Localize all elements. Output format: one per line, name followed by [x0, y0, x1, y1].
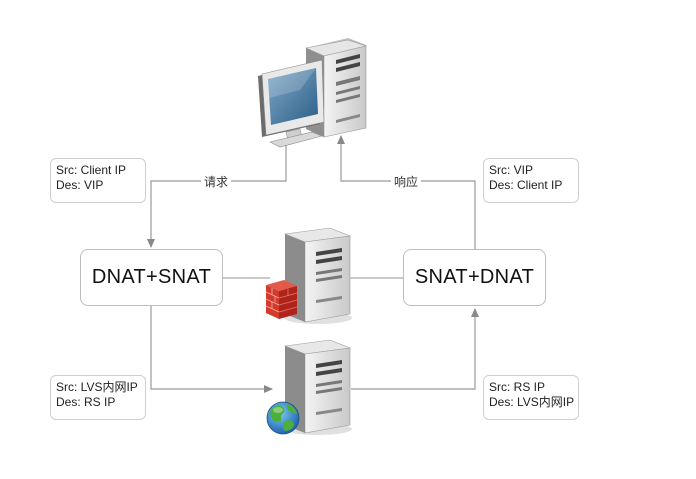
- rs-return-edge: [351, 308, 479, 390]
- dnat-snat-label: DNAT+SNAT: [91, 266, 212, 288]
- note-line: Des: RS IP: [56, 395, 116, 409]
- note-lvs-to-rs: Src: LVS内网IP Des: RS IP: [50, 375, 146, 420]
- note-client-to-vip: Src: Client IP Des: VIP: [50, 158, 146, 203]
- firewall-brick-icon: [265, 280, 298, 319]
- note-line: Src: LVS内网IP: [56, 380, 138, 394]
- dnat-snat-box: DNAT+SNAT: [80, 249, 223, 306]
- response-edge: [337, 135, 476, 249]
- note-rs-to-lvs: Src: RS IP Des: LVS内网IP: [483, 375, 579, 420]
- request-edge: [147, 143, 287, 248]
- snat-dnat-box: SNAT+DNAT: [403, 249, 546, 306]
- note-line: Src: VIP: [489, 163, 534, 177]
- note-line: Des: Client IP: [489, 178, 563, 192]
- desktop-computer-icon: [258, 38, 368, 148]
- note-line: Src: Client IP: [56, 163, 127, 177]
- note-vip-to-client: Src: VIP Des: Client IP: [483, 158, 579, 203]
- globe-icon: [266, 401, 300, 435]
- server-firewall-icon: [265, 227, 352, 324]
- snat-dnat-label: SNAT+DNAT: [414, 266, 535, 288]
- forward-to-rs-edge: [150, 306, 273, 393]
- request-label: 请求: [201, 173, 232, 190]
- note-line: Des: VIP: [56, 178, 104, 192]
- note-line: Des: LVS内网IP: [489, 395, 575, 409]
- response-label: 响应: [391, 173, 422, 190]
- note-line: Src: RS IP: [489, 380, 546, 394]
- server-globe-icon: [266, 339, 352, 435]
